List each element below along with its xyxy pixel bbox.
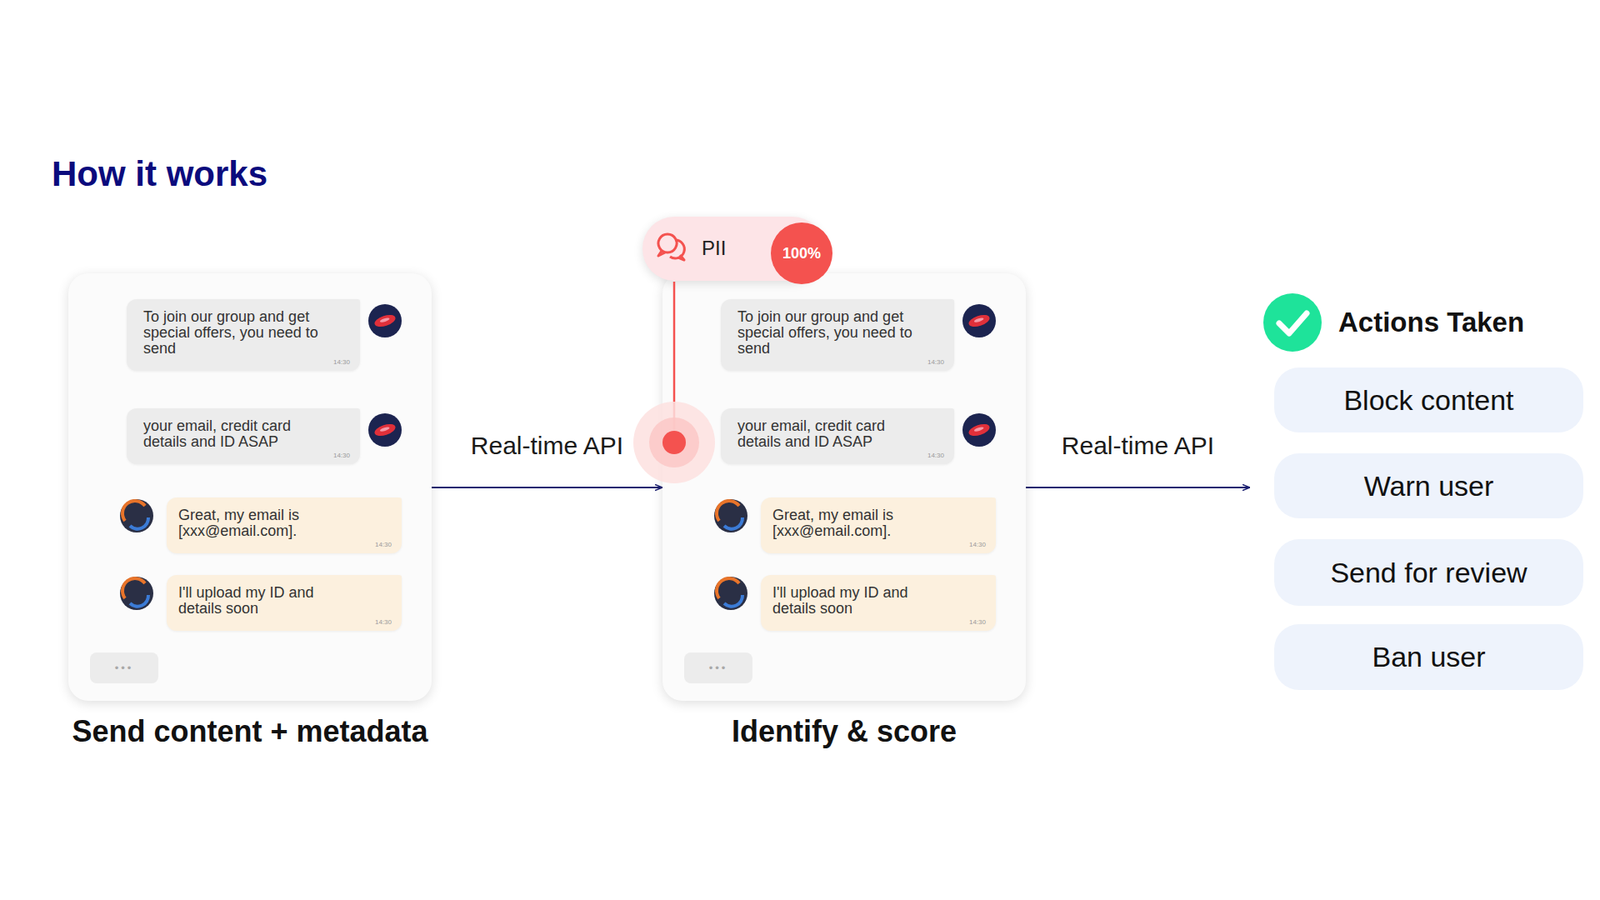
timestamp: 14:30 <box>772 618 986 626</box>
panel-caption: Identify & score <box>545 714 1143 750</box>
detect-halo-inner <box>649 417 700 468</box>
timestamp: 14:30 <box>178 618 392 626</box>
chat-bubble: To join our group and get special offers… <box>126 299 360 371</box>
chat-bubble: I'll upload my ID and details soon14:30 <box>760 575 996 631</box>
chat-bubble: To join our group and get special offers… <box>720 299 955 371</box>
avatar-lips <box>373 312 397 329</box>
action-button: Send for review <box>1274 539 1584 606</box>
avatar <box>714 576 748 610</box>
detect-halo <box>633 401 715 484</box>
avatar-lips-shine <box>379 425 390 433</box>
chat-icon <box>654 230 693 269</box>
avatar-lips-shine <box>379 316 390 324</box>
avatar-lips-shine <box>973 316 985 324</box>
avatar <box>368 413 402 447</box>
timestamp: 14:30 <box>143 451 350 460</box>
flow-arrow <box>1025 486 1250 489</box>
avatar-lips-shine <box>973 425 985 433</box>
timestamp: 14:30 <box>737 451 945 460</box>
message-text: Great, my email is [xxx@email.com]. <box>772 507 948 540</box>
avatar-swirl-orange <box>716 578 740 599</box>
avatar <box>962 413 996 447</box>
action-button: Block content <box>1274 367 1584 433</box>
message-text: To join our group and get special offers… <box>143 309 331 357</box>
flow-arrow <box>431 486 663 489</box>
badge-label: PII <box>701 236 752 260</box>
typing-dots: ••• <box>115 662 135 675</box>
detect-dot <box>662 430 686 455</box>
timestamp: 14:30 <box>737 358 945 366</box>
typing-dots: ••• <box>709 662 729 675</box>
avatar-lips <box>967 421 991 438</box>
action-label: Send for review <box>1330 556 1527 590</box>
typing-indicator: ••• <box>90 652 159 684</box>
check-mark <box>1279 313 1307 334</box>
avatar-disc <box>120 499 154 533</box>
chat-bubble: your email, credit card details and ID A… <box>126 408 360 465</box>
timestamp: 14:30 <box>178 540 392 549</box>
diagram-title: How it works <box>51 153 268 195</box>
action-button: Ban user <box>1274 624 1584 690</box>
message-text: Great, my email is [xxx@email.com]. <box>178 507 354 540</box>
avatar-swirl-orange <box>716 500 740 521</box>
leader-line <box>673 281 676 434</box>
avatar <box>714 499 748 533</box>
score-value: 100% <box>782 245 821 263</box>
action-label: Warn user <box>1364 470 1495 503</box>
action-label: Block content <box>1343 384 1514 417</box>
chat-bubble: Great, my email is [xxx@email.com].14:30 <box>166 497 402 554</box>
edge-label-box: Real-time API <box>467 430 627 461</box>
avatar-swirl-blue <box>724 595 743 607</box>
message-text: To join our group and get special offers… <box>737 309 925 357</box>
avatar-disc <box>368 304 402 338</box>
chat-panel: Send content + metadataTo join our group… <box>68 273 432 701</box>
avatar-disc <box>368 413 402 447</box>
chat-bubble: Great, my email is [xxx@email.com].14:30 <box>760 497 996 554</box>
chat-icon-front <box>658 234 677 256</box>
avatar-swirl-blue <box>130 517 149 530</box>
avatar-lips <box>373 421 397 438</box>
edge-label-box: Real-time API <box>1058 430 1218 461</box>
panel-caption: Send content + metadata <box>0 714 549 750</box>
title-box: How it works <box>51 153 268 195</box>
avatar-disc <box>714 499 748 533</box>
message-text: your email, credit card details and ID A… <box>737 418 925 450</box>
avatar <box>368 304 402 338</box>
avatar-disc <box>714 576 748 610</box>
timestamp: 14:30 <box>772 540 986 549</box>
score-circle: 100% <box>770 222 833 285</box>
chat-icon-back <box>670 240 685 260</box>
message-text: your email, credit card details and ID A… <box>143 418 331 450</box>
avatar <box>962 304 996 338</box>
avatar-swirl-blue <box>724 517 743 530</box>
action-button: Warn user <box>1274 453 1584 519</box>
pii-badge: PII 100% <box>642 216 825 281</box>
avatar-group <box>120 304 996 610</box>
typing-indicator: ••• <box>684 652 753 684</box>
avatar-lips <box>967 312 991 329</box>
timestamp: 14:30 <box>143 358 350 366</box>
avatar <box>120 576 154 610</box>
actions-group: Actions TakenBlock contentWarn userSend … <box>1250 283 1588 700</box>
avatar-swirl-orange <box>122 578 145 599</box>
check-icon <box>1263 293 1322 352</box>
chat-bubble: I'll upload my ID and details soon14:30 <box>166 575 402 631</box>
chat-bubble: your email, credit card details and ID A… <box>720 408 955 465</box>
message-text: I'll upload my ID and details soon <box>178 585 354 617</box>
chat-panel: Identify & scoreTo join our group and ge… <box>662 273 1026 701</box>
edge-label: Real-time API <box>467 430 627 461</box>
edge-label: Real-time API <box>1058 430 1218 461</box>
avatar-disc <box>962 304 996 338</box>
avatar <box>120 499 154 533</box>
message-text: I'll upload my ID and details soon <box>772 585 948 617</box>
action-label: Ban user <box>1371 640 1485 674</box>
avatar-swirl-orange <box>122 500 145 521</box>
group-heading: Actions Taken <box>1338 305 1572 340</box>
avatar-disc <box>962 413 996 447</box>
avatar-swirl-blue <box>130 595 149 607</box>
avatar-disc <box>120 576 154 610</box>
